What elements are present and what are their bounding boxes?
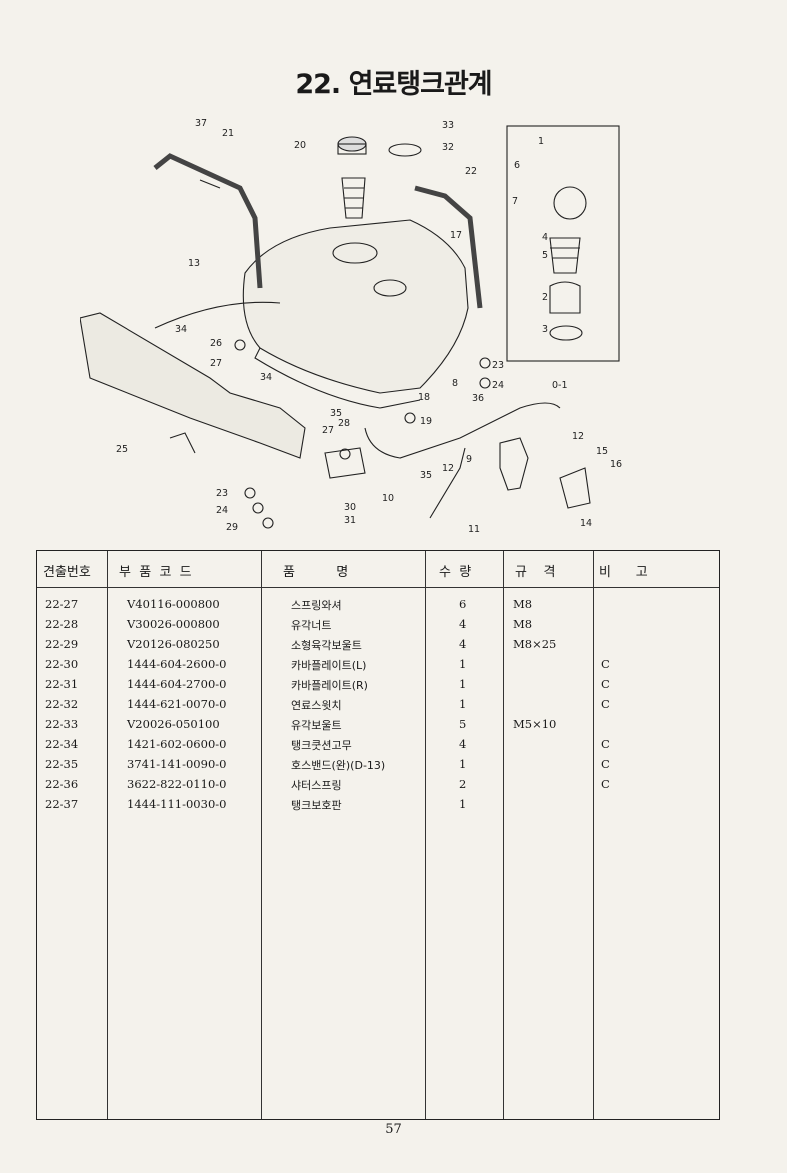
svg-text:36: 36	[472, 393, 484, 404]
svg-text:1: 1	[538, 136, 544, 147]
svg-text:7: 7	[512, 196, 518, 207]
svg-text:18: 18	[418, 392, 430, 403]
page-number: 57	[385, 1122, 402, 1137]
table-row: 22-27 V40116-000800 스프링와셔 6 M8	[45, 597, 533, 612]
table-row: 22-29 V20126-080250 소형육각보울트 4 M8×25	[45, 637, 557, 652]
svg-text:23: 23	[216, 488, 228, 499]
svg-text:30: 30	[344, 502, 356, 513]
table-row: 22-36 3622-822-0110-0 샤터스프링 2 C	[45, 777, 610, 792]
svg-text:29: 29	[226, 522, 238, 533]
svg-text:31: 31	[344, 515, 356, 526]
svg-text:17: 17	[450, 230, 462, 241]
svg-text:21: 21	[222, 128, 234, 139]
svg-text:34: 34	[175, 324, 187, 335]
svg-text:35: 35	[420, 470, 432, 481]
svg-text:15: 15	[596, 446, 608, 457]
svg-text:33: 33	[442, 120, 454, 131]
table-row: 22-30 1444-604-2600-0 카바플레이트(L) 1 C	[45, 657, 610, 672]
svg-text:12: 12	[442, 463, 454, 474]
svg-text:5: 5	[542, 250, 548, 261]
svg-text:19: 19	[420, 416, 432, 427]
svg-text:22: 22	[465, 166, 477, 177]
header-index-no: 견출번호	[43, 565, 91, 580]
svg-text:24: 24	[492, 380, 504, 391]
svg-text:12: 12	[572, 431, 584, 442]
svg-text:24: 24	[216, 505, 228, 516]
table-row: 22-31 1444-604-2700-0 카바플레이트(R) 1 C	[45, 677, 610, 692]
svg-text:3: 3	[542, 324, 548, 335]
table-row: 22-32 1444-621-0070-0 연료스윗치 1 C	[45, 697, 610, 712]
svg-text:37: 37	[195, 118, 207, 129]
parts-table: 견출번호 부 품 코 드 품 명 수 량 규 격 비 고 22-27 V4011…	[36, 550, 720, 1120]
svg-text:16: 16	[610, 459, 622, 470]
table-row: 22-33 V20026-050100 유각보울트 5 M5×10	[45, 717, 557, 732]
svg-text:14: 14	[580, 518, 592, 529]
table-row: 22-28 V30026-000800 유각너트 4 M8	[45, 617, 533, 632]
svg-text:23: 23	[492, 360, 504, 371]
svg-text:4: 4	[542, 232, 548, 243]
header-quantity: 수 량	[439, 565, 472, 580]
svg-text:11: 11	[468, 524, 480, 535]
svg-text:6: 6	[514, 160, 520, 171]
svg-text:26: 26	[210, 338, 222, 349]
table-row: 22-35 3741-141-0090-0 호스밴드(완)(D-13) 1 C	[45, 757, 610, 772]
svg-text:35: 35	[330, 408, 342, 419]
header-spec: 규 격	[515, 565, 556, 580]
svg-text:10: 10	[382, 493, 394, 504]
page-title: 22. 연료탱크관계	[295, 69, 492, 100]
header-remarks: 비 고	[599, 565, 648, 580]
svg-text:32: 32	[442, 142, 454, 153]
table-row: 22-34 1421-602-0600-0 탱크쿳션고무 4 C	[45, 737, 610, 752]
table-row: 22-37 1444-111-0030-0 탱크보호판 1	[45, 797, 467, 812]
svg-text:0-1: 0-1	[552, 380, 568, 391]
svg-text:2: 2	[542, 292, 548, 303]
svg-text:28: 28	[338, 418, 350, 429]
svg-text:9: 9	[466, 454, 472, 465]
svg-text:8: 8	[452, 378, 458, 389]
svg-text:27: 27	[210, 358, 222, 369]
svg-text:13: 13	[188, 258, 200, 269]
svg-text:20: 20	[294, 140, 306, 151]
header-part-name: 품 명	[283, 565, 349, 580]
svg-text:27: 27	[322, 425, 334, 436]
header-part-code: 부 품 코 드	[119, 565, 192, 580]
svg-text:25: 25	[116, 444, 128, 455]
svg-text:34: 34	[260, 372, 272, 383]
